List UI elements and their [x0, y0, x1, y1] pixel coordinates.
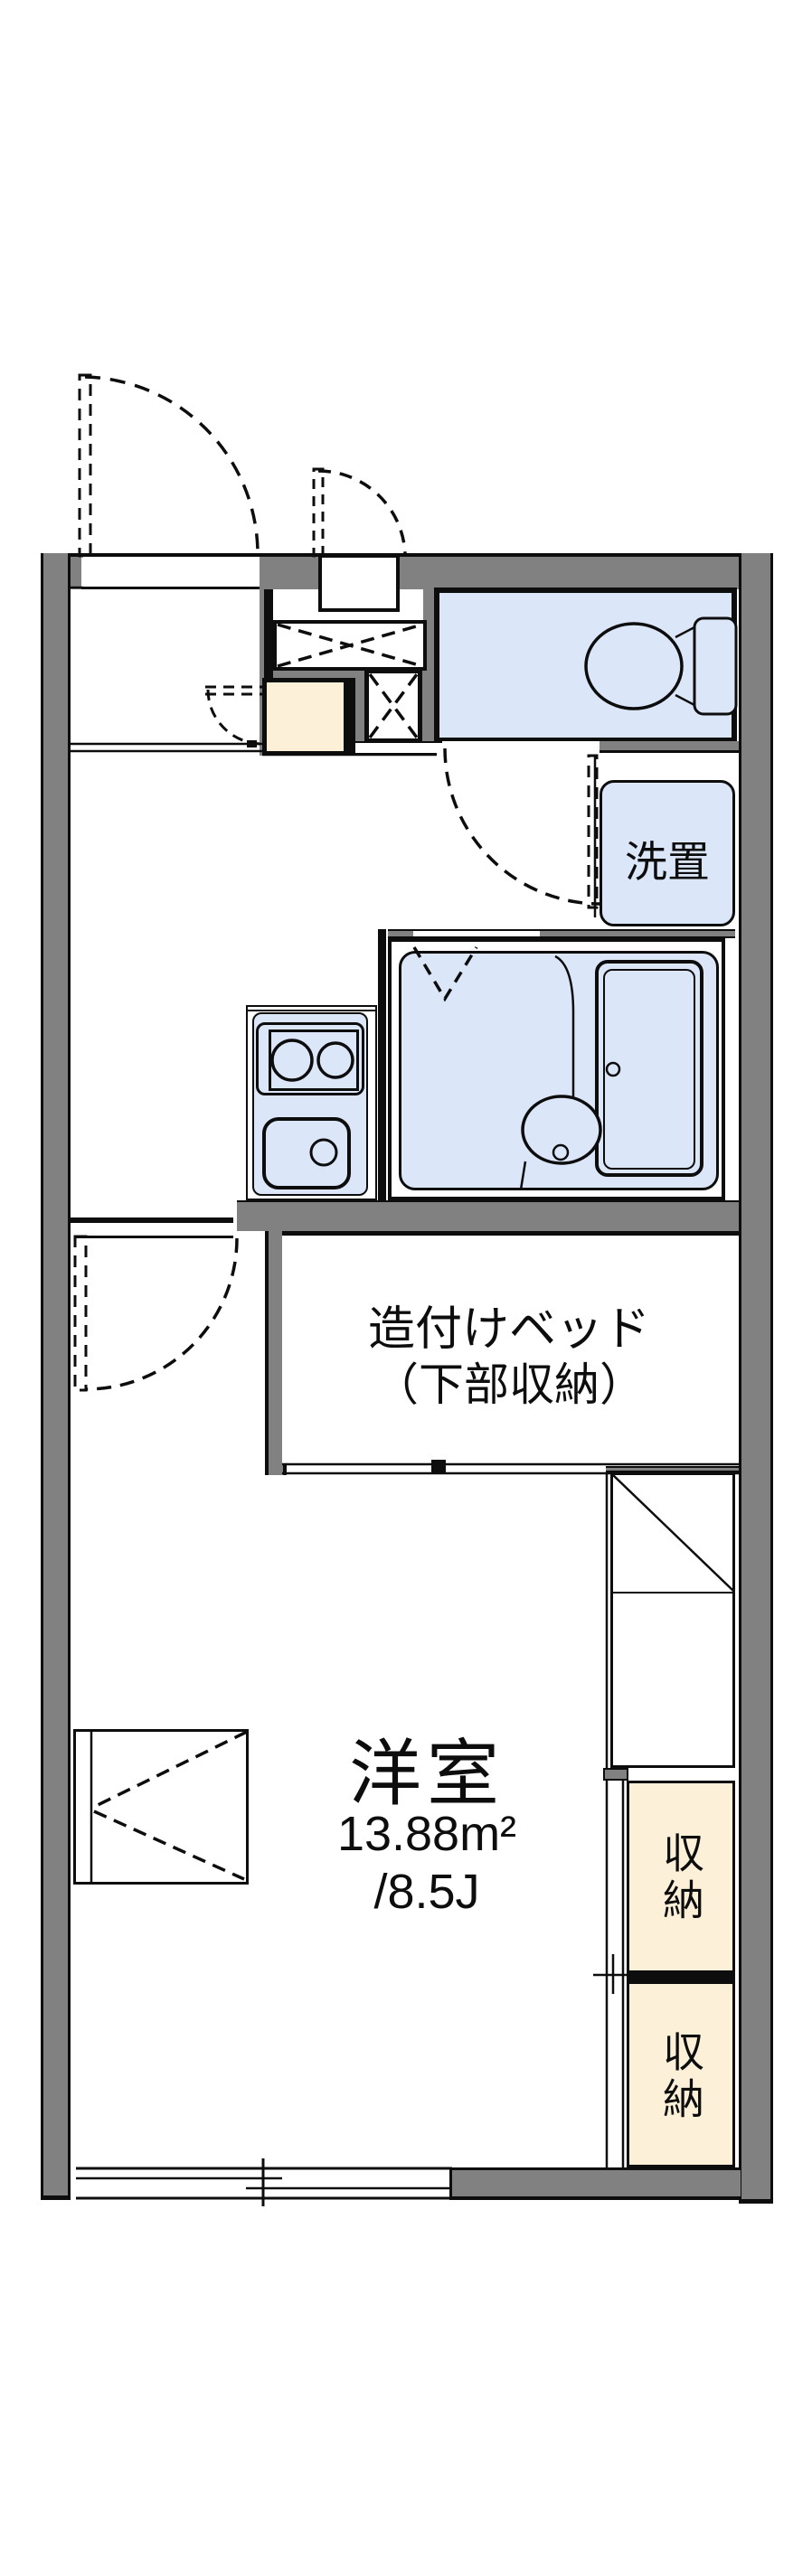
wall-above-closet	[606, 1466, 739, 1472]
bay-window-box	[73, 1729, 249, 1885]
storage-divider	[627, 1973, 735, 1981]
entrance-door-leaf	[78, 373, 92, 558]
entrance-step	[262, 678, 355, 754]
closet-wall-stub	[603, 1768, 628, 1781]
wall-above-bed	[237, 1200, 739, 1231]
toilet-room	[434, 588, 737, 743]
room-area-jo-label: /8.5J	[373, 1865, 480, 1919]
storage-lower-box	[627, 1981, 735, 2167]
corridor-opening	[355, 741, 437, 755]
wall-left	[41, 553, 71, 2200]
meter-box-door-leaf	[312, 467, 325, 558]
hall-step-lines	[71, 742, 262, 753]
bathtub-inner-rim	[603, 969, 695, 1170]
closet-niche	[610, 1472, 735, 1768]
wall-bottom-right-segment	[449, 2167, 741, 2200]
door-stop-mark	[247, 740, 257, 747]
kitchen-sink	[262, 1117, 351, 1189]
step-door-leaf	[205, 685, 262, 696]
bed-label-line2: （下部収納）	[373, 1359, 645, 1410]
room-name-label: 洋室	[349, 1734, 505, 1814]
entrance-door-arc	[84, 375, 260, 554]
storage-upper-label: 収納	[657, 1830, 704, 1925]
toilet-door-arc	[443, 747, 601, 906]
hall-partition-wall	[264, 589, 273, 680]
bed-label-line1: 造付けベッド	[367, 1303, 650, 1356]
bedroom-door-arc	[85, 1237, 239, 1391]
wall-above-bathroom	[388, 929, 735, 938]
bedroom-door-leaf	[73, 1235, 88, 1392]
meter-box-door-arc	[317, 469, 407, 555]
room-area-m2-label: 13.88m²	[336, 1807, 517, 1861]
built-in-bed	[282, 1231, 739, 1464]
toilet-door-leaf	[587, 754, 599, 909]
bathroom-door-opening	[413, 929, 540, 938]
entrance-door-opening	[81, 553, 260, 589]
shoe-storage-lower-box	[364, 669, 422, 743]
storage-sliding-door-lines	[605, 1781, 625, 2167]
meter-box-niche	[318, 556, 400, 612]
storage-lower-label: 収納	[657, 2029, 704, 2124]
wall-right	[739, 553, 773, 2204]
storage-upper-box	[627, 1781, 735, 1973]
stove-inner-frame	[269, 1029, 359, 1091]
step-door-arc	[206, 689, 263, 746]
bedroom-door-header	[71, 1217, 233, 1223]
toilet-door-opening	[442, 739, 601, 755]
kitchen-bathroom-wall	[378, 929, 386, 1204]
washing-machine-pan	[600, 780, 735, 926]
wall-under-toilet	[600, 741, 739, 753]
washer-area-label: 洗置	[625, 838, 710, 886]
bedroom-door-threshold	[74, 1236, 233, 1238]
shoe-storage-upper-box	[273, 620, 427, 671]
